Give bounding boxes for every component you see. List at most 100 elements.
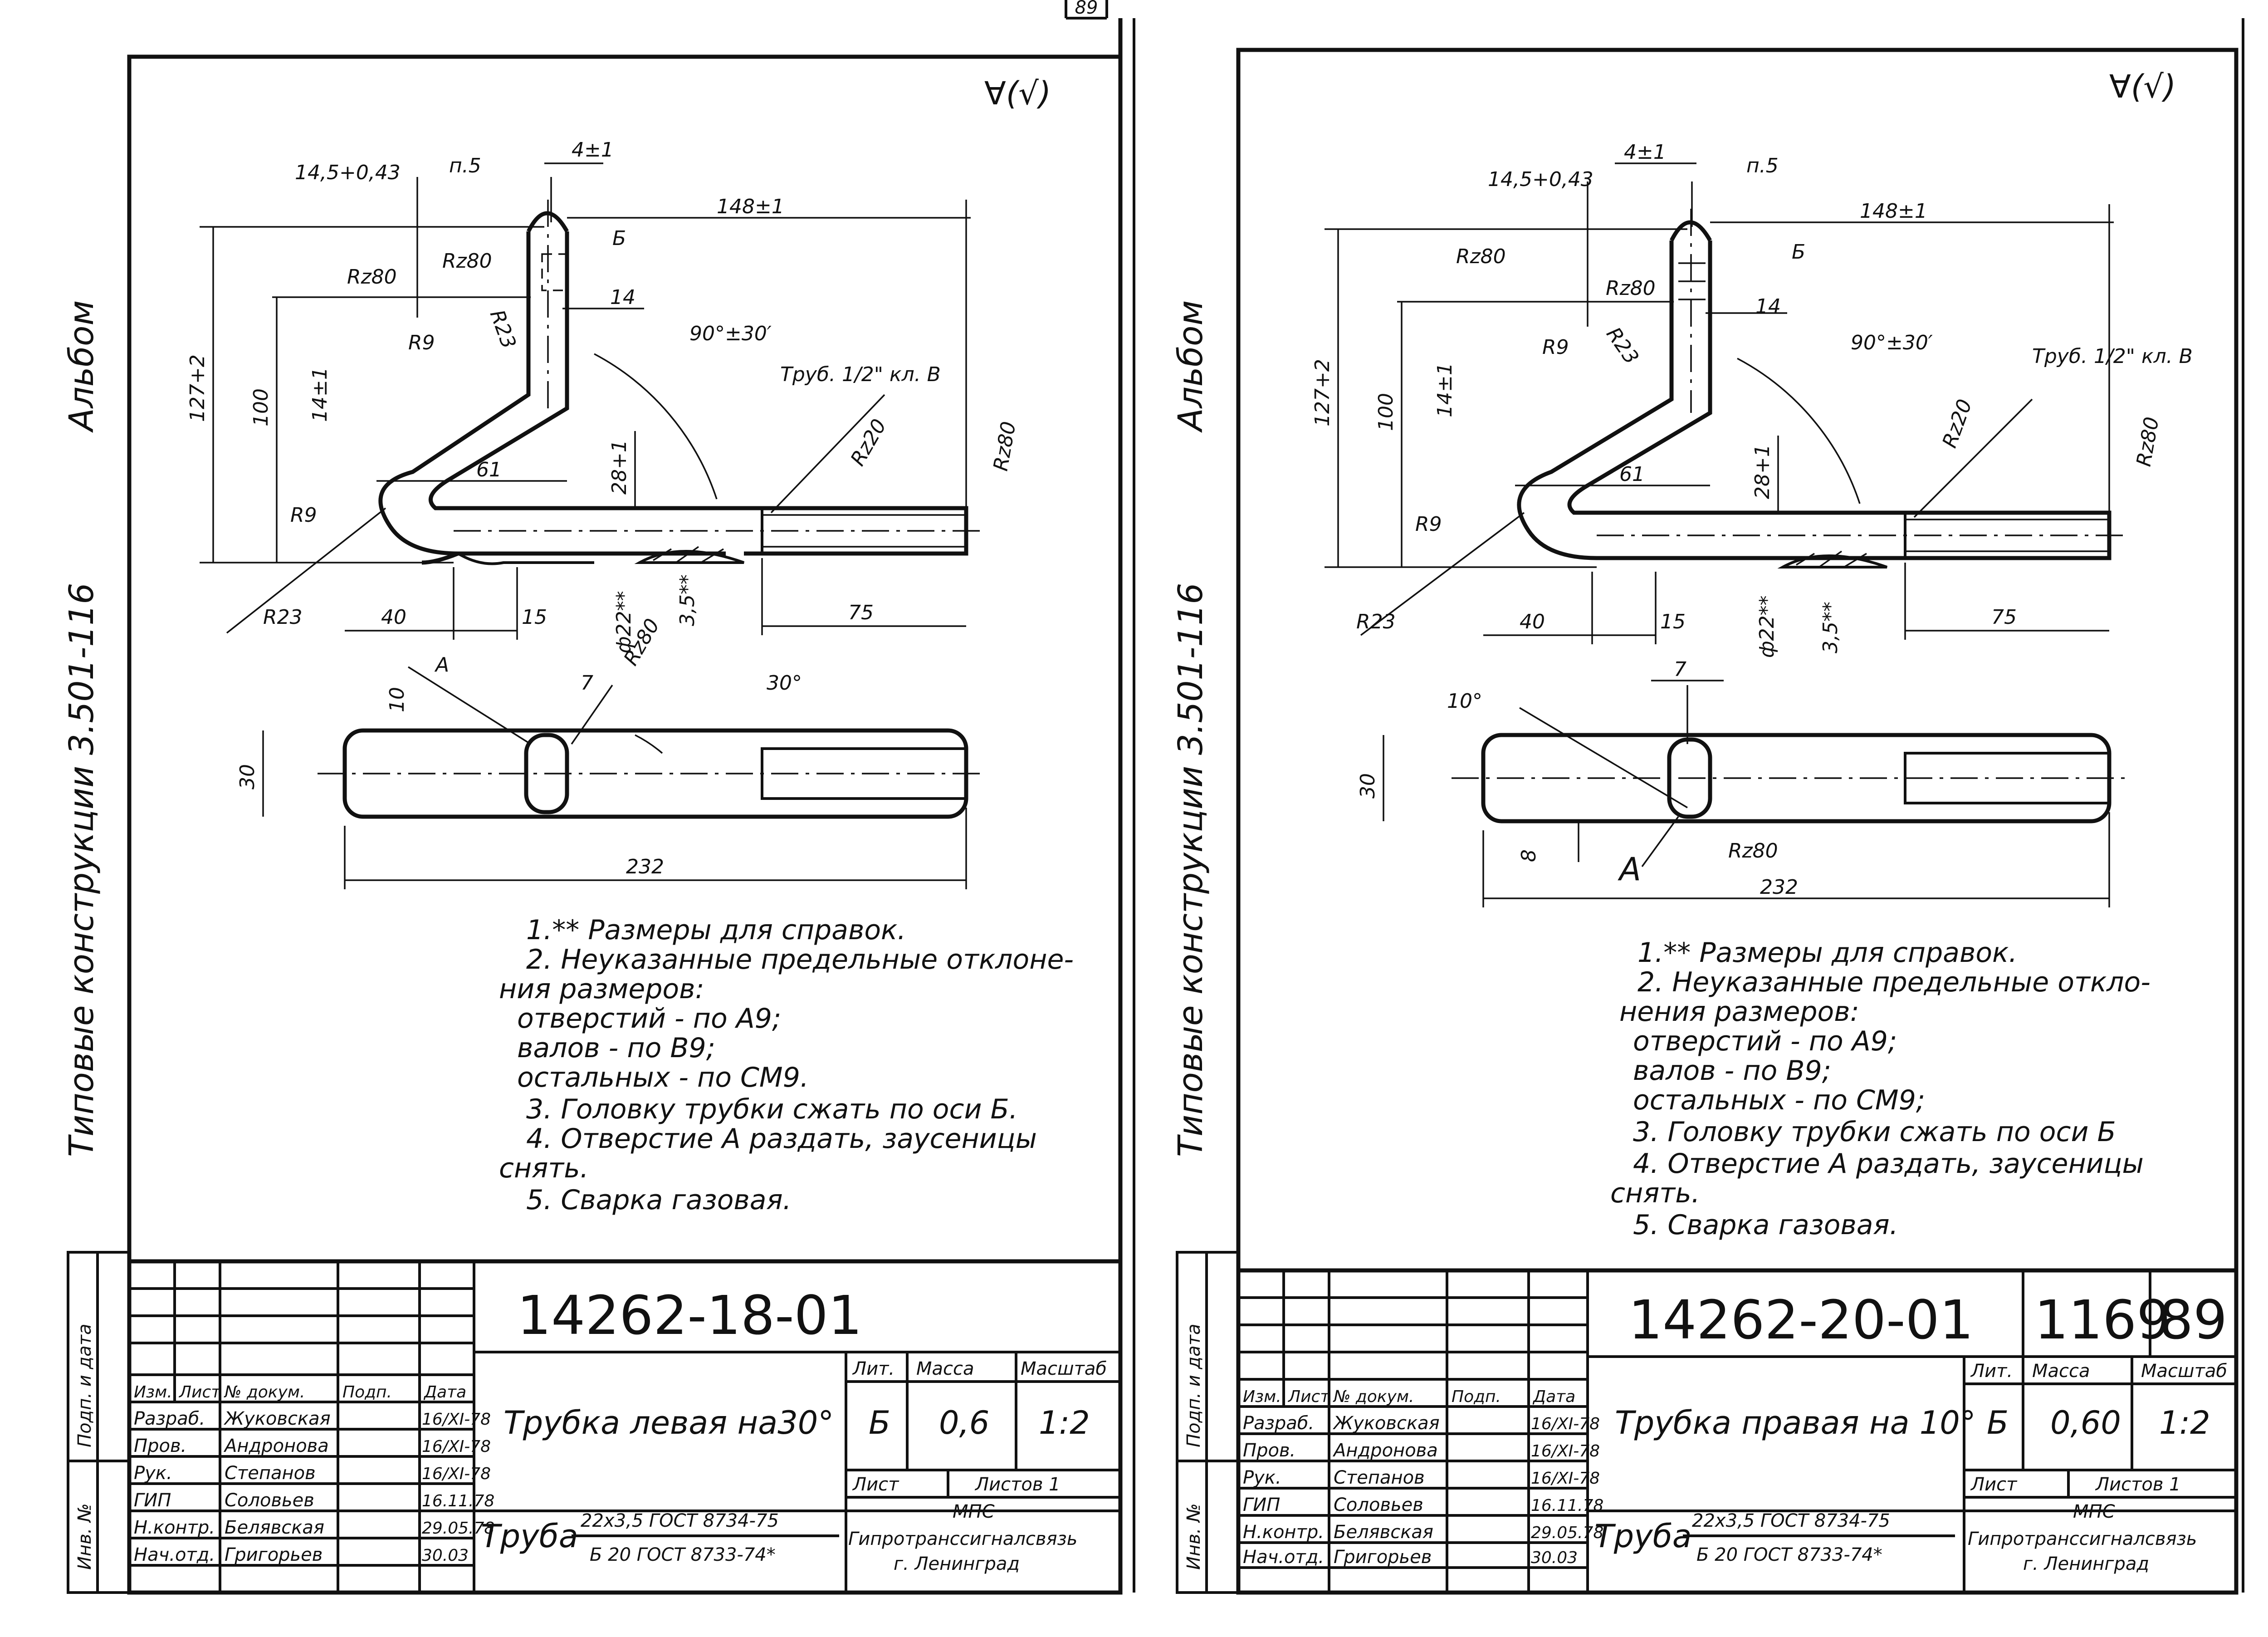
dim-22-label-left: ф22** <box>612 591 635 653</box>
tb-left-hdr-sign: Подп. <box>342 1383 392 1402</box>
inv-label-right: Инв. № <box>1183 1503 1204 1570</box>
tb-left-date-1: 16/XI-78 <box>422 1410 491 1429</box>
tb-left-date-3: 16/XI-78 <box>422 1465 491 1483</box>
dim-30ang-left: 30° <box>767 671 802 695</box>
dim-labels-front-right: 14,5+0,43 4±1 п.5 148±1 Rz80 Rz80 Б 14 R… <box>1311 141 2193 658</box>
tb-left-role-3: Рук. <box>134 1463 172 1484</box>
tb-left-litera: Б <box>869 1404 890 1441</box>
hatch-r1 <box>1796 553 1815 566</box>
tb-right-litera: Б <box>1987 1404 2009 1441</box>
dim-148-label-left: 148±1 <box>717 195 784 218</box>
leader-a-right <box>1641 816 1679 868</box>
dim-22-label-right: ф22** <box>1755 595 1779 658</box>
dim-90-label-left: 90°±30′ <box>689 322 772 345</box>
tb-right-material-2: Б 20 ГОСТ 8733-74* <box>1696 1544 1882 1565</box>
inv-label-left: Инв. № <box>74 1503 95 1570</box>
hatch-r2 <box>1818 550 1843 568</box>
tb-right-role-3: Рук. <box>1243 1467 1281 1488</box>
dim-30-label-left: 30 <box>236 764 259 789</box>
tb-right-role-6: Нач.отд. <box>1243 1547 1324 1568</box>
sheet-right: Альбом Типовые конструкции 3.501-116 Под… <box>1171 18 2244 1595</box>
note-left-10: 5. Сварка газовая. <box>526 1184 792 1216</box>
tb-left-scale-label: Масштаб <box>1021 1358 1107 1379</box>
tb-left-org1: МПС <box>953 1501 995 1522</box>
tb-right-mass-label: Масса <box>2032 1361 2090 1382</box>
tb-left-date-6: 30.03 <box>422 1546 469 1565</box>
leader-r23-left <box>226 507 386 634</box>
dim-rz80b-right: Rz80 <box>1606 277 1656 300</box>
hatch-l2 <box>675 546 699 564</box>
tb-right-name-5: Белявская <box>1334 1522 1433 1543</box>
roughness-symbol-left: ∀(√) <box>984 75 1051 112</box>
tb-right-date-2: 16/XI-78 <box>1531 1442 1600 1461</box>
dim-35-label-right: 3,5** <box>1819 602 1842 653</box>
tb-right-hdr-doc: № докум. <box>1333 1387 1414 1406</box>
dim-b-label-left: Б <box>612 227 626 250</box>
dim-4-label-left: 4±1 <box>572 138 614 162</box>
sign-date-label-right: Подп. и дата <box>1183 1324 1204 1447</box>
tb-left-drawing-number: 14262-18-01 <box>517 1284 862 1347</box>
tb-left-date-4: 16.11.78 <box>422 1492 494 1510</box>
tb-right-album-number: 1169 <box>2034 1289 2170 1351</box>
leader-r23-right <box>1360 512 1525 636</box>
dim-28-label-left: 28+1 <box>608 440 631 495</box>
dim-r9b-right: R9 <box>1415 513 1442 536</box>
album-label-right: Альбом <box>1171 300 1210 433</box>
dim-75-label-left: 75 <box>848 601 874 624</box>
tb-right-sheets-label: Листов 1 <box>2095 1474 2181 1495</box>
hatch-l3 <box>700 548 724 564</box>
dim-14-5-right: 14,5+0,43 <box>1488 168 1593 191</box>
tb-right-material-label: Труба <box>1594 1518 1692 1555</box>
dim-40-label-right: 40 <box>1520 610 1545 633</box>
leader-pipe-left <box>770 394 885 514</box>
note-right-2: 2. Неуказанные предельные откло- <box>1637 966 2151 998</box>
tb-left-org2: Гипротранссигналсвязь <box>848 1529 1077 1549</box>
dim-61-label-right: 61 <box>1619 463 1645 486</box>
dim-r9b-left: R9 <box>290 504 317 527</box>
dim-rz80c-left: Rz80 <box>989 420 1021 473</box>
tb-right-lit-label: Лит. <box>1970 1361 2013 1382</box>
dim-14-5-left: 14,5+0,43 <box>295 161 401 184</box>
dim-rz20-left: Rz20 <box>846 415 891 470</box>
tb-left-org3: г. Ленинград <box>894 1554 1020 1574</box>
tb-right-date-6: 30.03 <box>1531 1549 1578 1567</box>
dim-rz80d-right: Rz80 <box>1728 839 1778 863</box>
tb-left-name-5: Белявская <box>225 1517 324 1538</box>
dim-7-label-left: 7 <box>581 671 593 695</box>
dim-rz80a-left: Rz80 <box>347 265 397 289</box>
pipe-outline-top-right <box>1517 240 1910 560</box>
note-right-1: 1.** Размеры для справок. <box>1637 937 2017 969</box>
dim-pipe-label-right: Труб. 1/2" кл. В <box>2032 345 2193 368</box>
tb-right-scale-label: Масштаб <box>2141 1361 2227 1382</box>
tb-left-name-1: Жуковская <box>223 1408 331 1429</box>
tb-right-scale: 1:2 <box>2159 1404 2210 1441</box>
pipe-outline-top-left <box>378 231 726 556</box>
tb-left-name-3: Степанов <box>225 1463 316 1484</box>
section-hatch-right <box>1777 554 1888 569</box>
dim-127-label-right: 127+2 <box>1311 359 1334 426</box>
dim-a-label-left: А <box>434 653 449 676</box>
tb-left-role-6: Нач.отд. <box>134 1544 215 1565</box>
tb-right-date-5: 29.05.78 <box>1531 1524 1603 1542</box>
tb-right-mass: 0,60 <box>2050 1404 2121 1441</box>
dim-n5-right: п.5 <box>1746 154 1779 177</box>
tb-left-title: Трубка левая на30° <box>503 1404 834 1441</box>
tb-left-material-1: 22х3,5 ГОСТ 8734-75 <box>581 1510 779 1531</box>
note-right-8: 4. Отверстие А раздать, заусеницы <box>1633 1148 2144 1180</box>
dim-rz80a-right: Rz80 <box>1456 245 1506 268</box>
dim-15-label-right: 15 <box>1660 610 1686 633</box>
dim-40-label-left: 40 <box>381 606 406 629</box>
dim-a-label-right: А <box>1618 851 1641 888</box>
tb-right-role-5: Н.контр. <box>1243 1522 1324 1543</box>
dim-r9a-left: R9 <box>408 331 435 354</box>
tb-left-sheets-label: Листов 1 <box>974 1474 1061 1495</box>
dim-90-arc-right <box>1737 358 1861 504</box>
dim-rz80c-right: Rz80 <box>2132 415 2164 468</box>
part-front-view-right <box>1517 209 2127 569</box>
note-left-5: валов - по В9; <box>517 1032 715 1064</box>
tb-right-page-number: 89 <box>2159 1289 2227 1351</box>
tb-right-frame <box>1236 1268 2239 1595</box>
leader-30-left <box>571 685 613 745</box>
